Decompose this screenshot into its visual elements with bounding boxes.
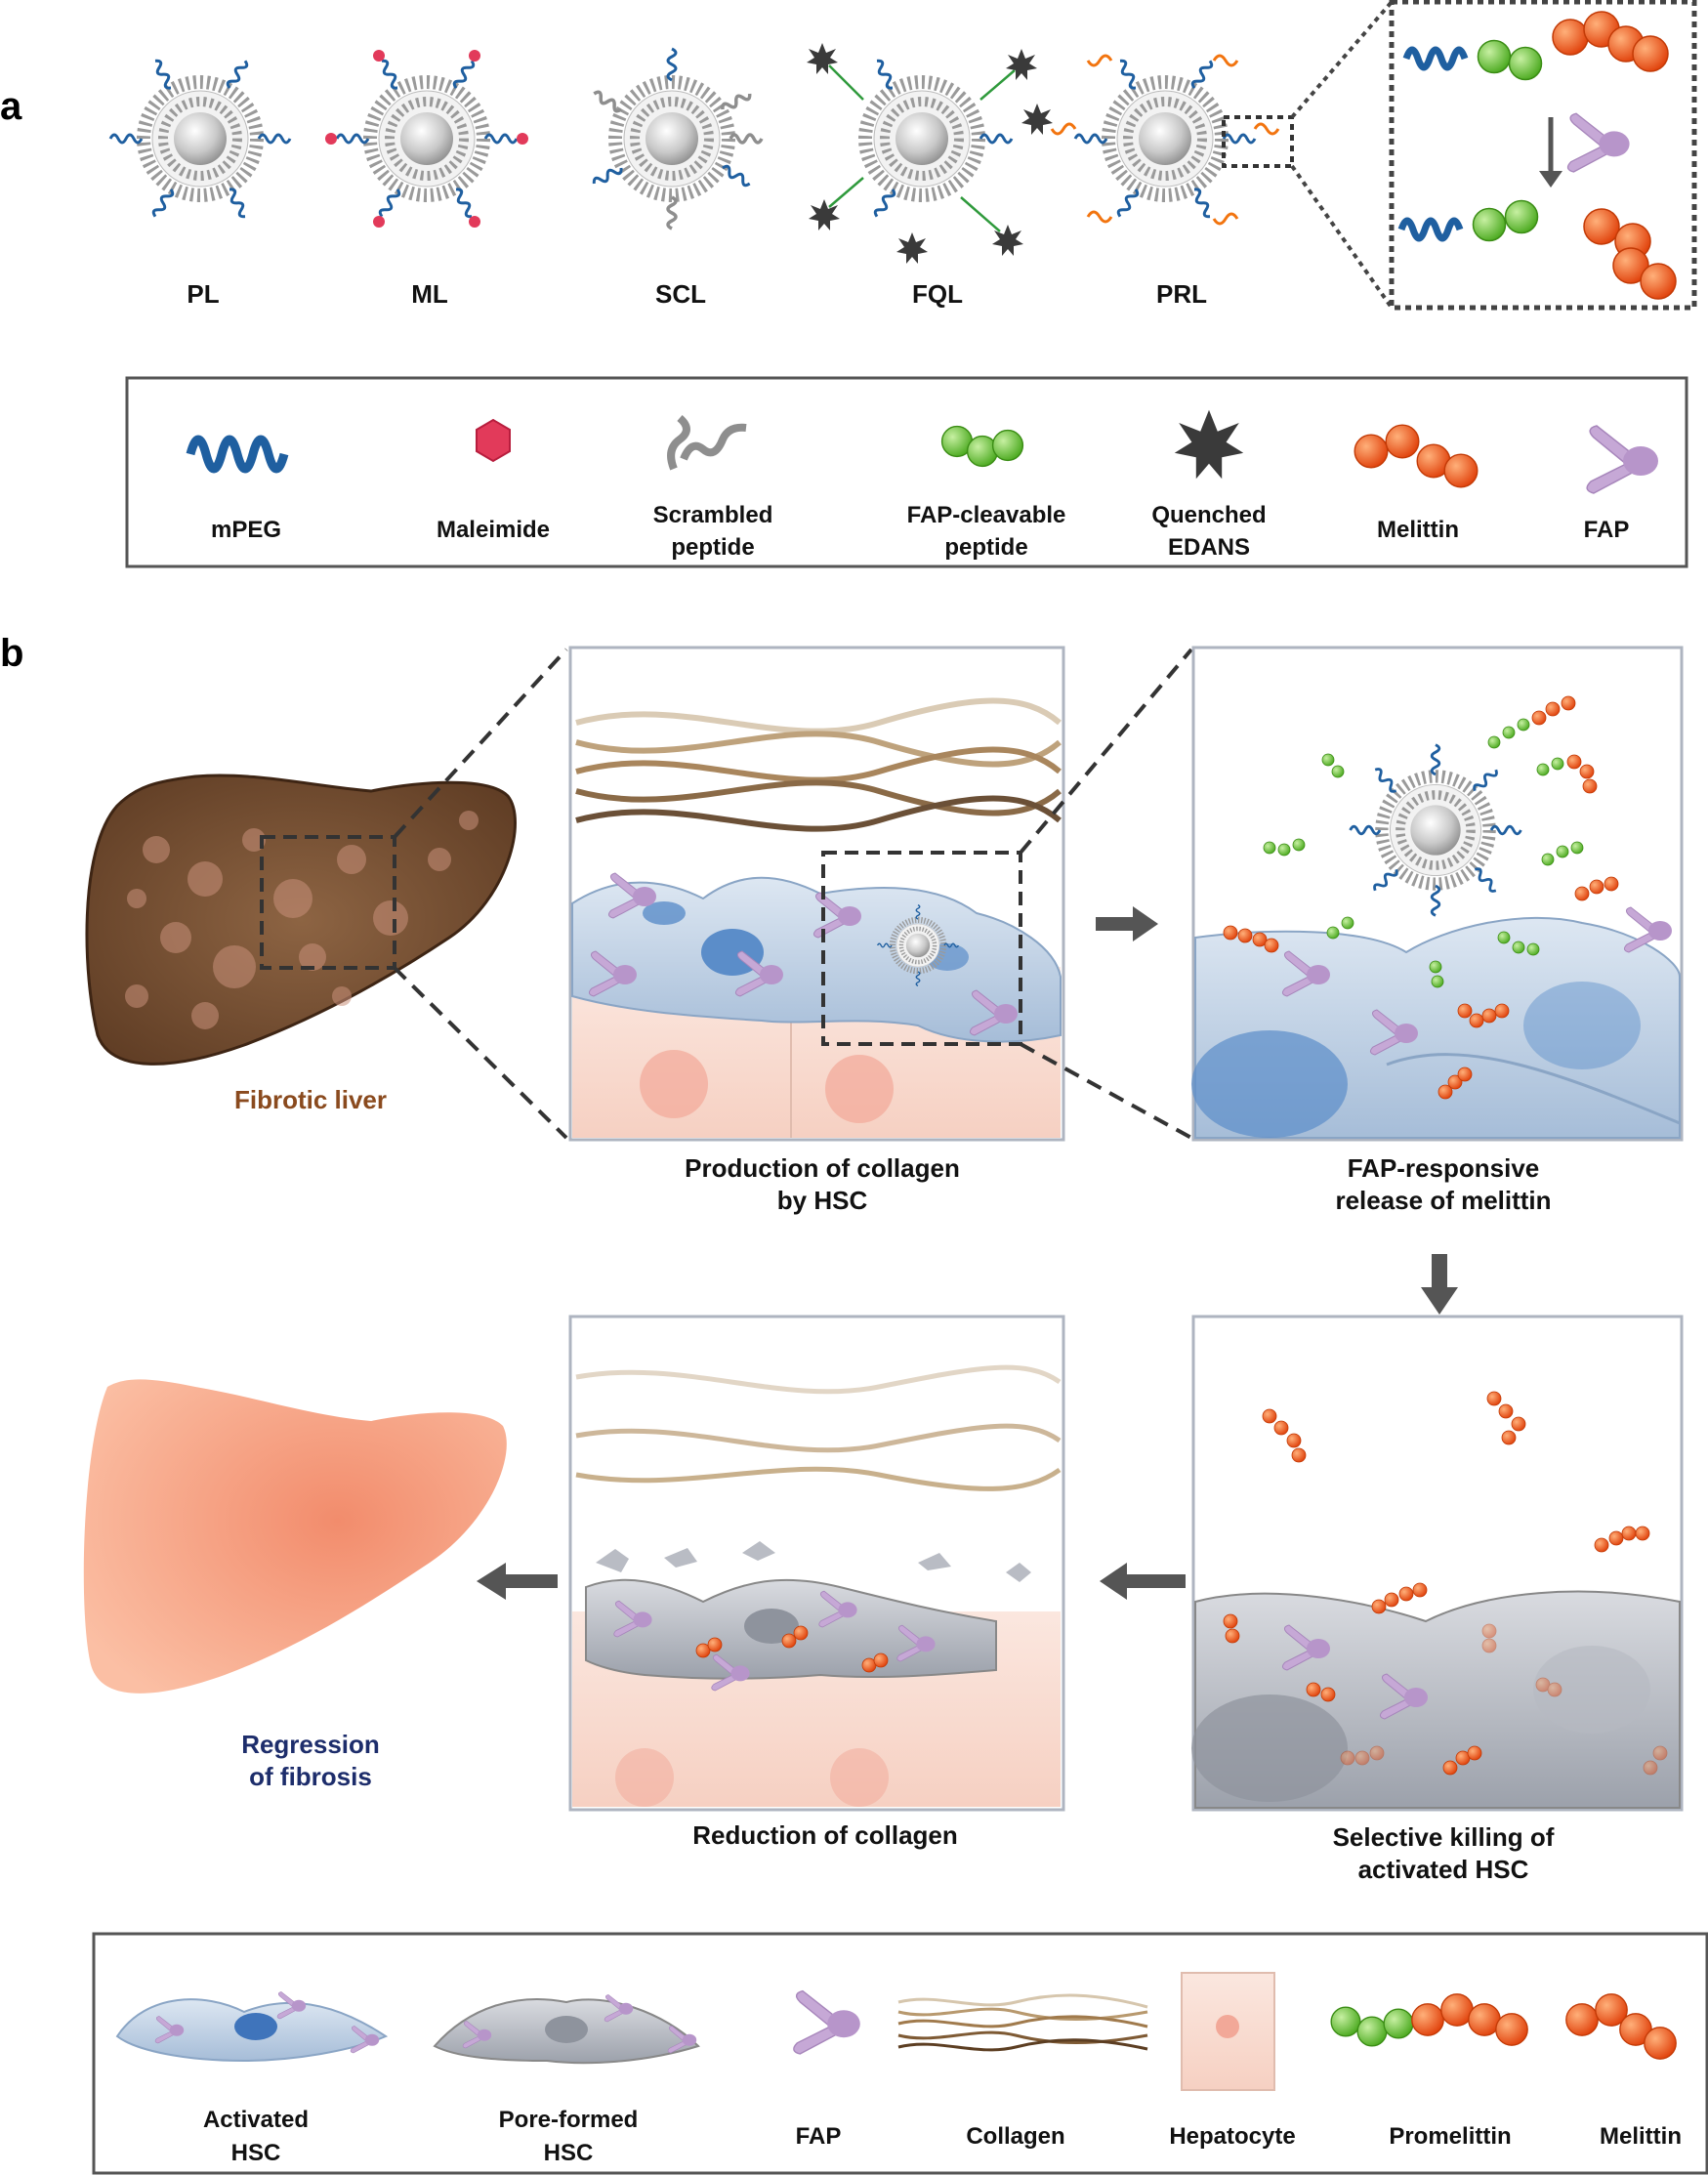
arrow-left-1	[1100, 1563, 1186, 1600]
label-prl: PRL	[1156, 279, 1207, 309]
hepatocyte-icon	[1181, 1972, 1275, 2091]
legend-b-label-melittin: Melittin	[1600, 2123, 1682, 2150]
step1-label-line1: Production of collagen	[685, 1153, 960, 1183]
panel-a-letter: a	[0, 85, 22, 128]
fibrotic-liver-label: Fibrotic liver	[234, 1085, 387, 1114]
panel-fap-release	[1191, 646, 1684, 1142]
panel-production-collagen	[568, 646, 1065, 1142]
scrambled-peptide-icon	[667, 414, 747, 471]
legend-a-label-fap: FAP	[1584, 517, 1630, 543]
legend-a-label-scrambled-2: peptide	[671, 534, 754, 561]
legend-b-label-activated-1: Activated	[203, 2107, 309, 2133]
legend-b-label-promelittin: Promelittin	[1389, 2123, 1511, 2150]
arrow-right	[1096, 906, 1158, 941]
step3-label-line1: Selective killing of	[1333, 1822, 1555, 1852]
label-scl: SCL	[655, 279, 706, 309]
liposome-scl	[590, 47, 764, 230]
liposome-fql	[807, 43, 1053, 264]
step1-label-line2: by HSC	[777, 1186, 868, 1215]
regression-label-line2: of fibrosis	[249, 1762, 372, 1791]
legend-a-label-mpeg: mPEG	[211, 517, 281, 543]
legend-b-label-activated-2: HSC	[231, 2140, 281, 2166]
liposome-pl	[108, 57, 292, 221]
collagen-icon	[897, 1993, 1148, 2052]
healthy-liver	[83, 1379, 507, 1694]
label-ml: ML	[411, 279, 448, 309]
step2-label-line2: release of melittin	[1335, 1186, 1551, 1215]
arrow-down	[1421, 1254, 1458, 1315]
fibrotic-liver	[85, 774, 517, 1066]
regression-label-line1: Regression	[241, 1730, 380, 1759]
legend-b-label-hepatocyte: Hepatocyte	[1169, 2123, 1295, 2150]
legend-a-label-fap-cleavable-2: peptide	[944, 534, 1027, 561]
legend-b-label-collagen: Collagen	[966, 2123, 1064, 2150]
panel-b-legend	[92, 1932, 1708, 2175]
cleavage-inset	[1389, 0, 1697, 311]
label-pl: PL	[187, 279, 219, 309]
legend-a-label-fap-cleavable-1: FAP-cleavable	[907, 502, 1066, 528]
legend-a-label-edans-1: Quenched	[1151, 502, 1266, 528]
mpeg-icon	[186, 435, 289, 474]
panel-selective-killing	[1191, 1315, 1684, 1812]
liposome-ml	[325, 50, 528, 228]
legend-a-label-melittin: Melittin	[1377, 517, 1459, 543]
legend-a-label-maleimide: Maleimide	[437, 517, 550, 543]
step3-label-line2: activated HSC	[1358, 1855, 1529, 1884]
step2-label-line1: FAP-responsive	[1348, 1153, 1540, 1183]
step4-label: Reduction of collagen	[692, 1820, 958, 1850]
legend-b-label-pore-1: Pore-formed	[499, 2107, 639, 2133]
legend-b-label-pore-2: HSC	[544, 2140, 594, 2166]
liposome-prl	[1050, 54, 1294, 226]
panel-a-legend-labels: mPEG Maleimide Scrambled peptide FAP-cle…	[211, 502, 1629, 561]
panel-reduction-collagen	[568, 1315, 1065, 1812]
panel-b-letter: b	[0, 632, 23, 675]
legend-a-label-scrambled-1: Scrambled	[653, 502, 773, 528]
legend-a-label-edans-2: EDANS	[1168, 534, 1250, 561]
arrow-left-2	[477, 1563, 558, 1600]
pore-formed-hsc-icon	[433, 1994, 700, 2065]
panel-a-legend	[125, 376, 1688, 568]
legend-b-label-fap: FAP	[796, 2123, 842, 2150]
label-fql: FQL	[912, 279, 963, 309]
panel-b-legend-labels: Activated HSC Pore-formed HSC FAP Collag…	[203, 2107, 1682, 2166]
maleimide-icon	[476, 418, 511, 463]
activated-hsc-icon	[115, 1991, 389, 2063]
